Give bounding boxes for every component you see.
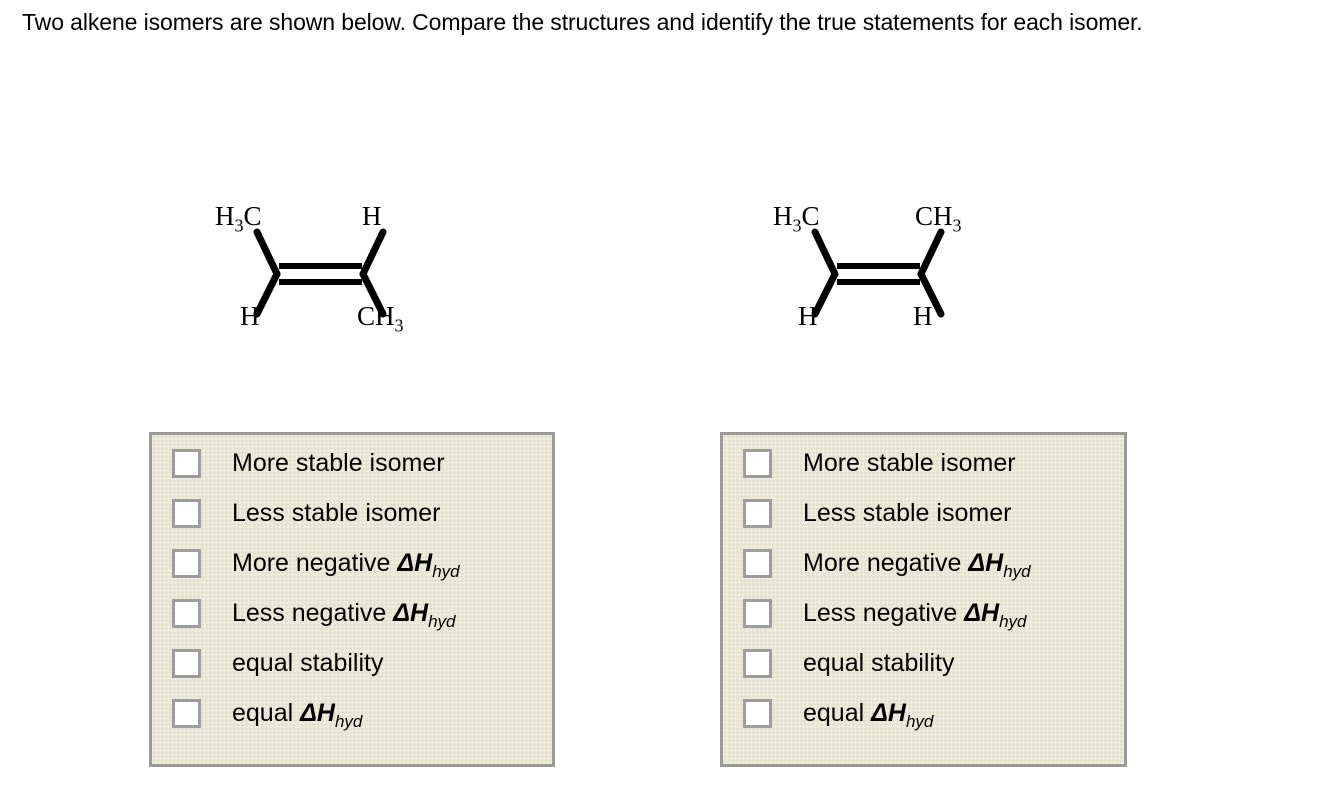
bond-right-down	[917, 270, 945, 318]
delta-h-subscript: hyd	[428, 611, 456, 631]
atom-label-bottom-right: CH3	[357, 301, 404, 336]
option-row[interactable]: More stable isomer	[743, 447, 1016, 479]
option-row[interactable]: equal stability	[743, 647, 954, 679]
bond-left-up	[253, 228, 281, 278]
bond-right-up	[359, 228, 387, 278]
delta-h-subscript: hyd	[999, 611, 1027, 631]
option-label: equal stability	[803, 648, 955, 677]
option-row[interactable]: Less stable isomer	[743, 497, 1011, 529]
option-row[interactable]: More stable isomer	[172, 447, 445, 479]
option-label: Less negative ΔHhyd	[803, 598, 1027, 631]
option-checkbox[interactable]	[743, 598, 772, 628]
option-checkbox[interactable]	[743, 698, 772, 728]
option-label: equal stability	[232, 648, 384, 677]
option-checkbox[interactable]	[172, 698, 201, 728]
option-checkbox[interactable]	[172, 548, 201, 578]
option-row[interactable]: Less negative ΔHhyd	[172, 597, 456, 631]
option-row[interactable]: equal stability	[172, 647, 383, 679]
delta-h-hyd-symbol: ΔHhyd	[871, 698, 934, 731]
option-checkbox[interactable]	[172, 498, 201, 528]
option-checkbox[interactable]	[743, 448, 772, 478]
delta-h-hyd-symbol: ΔHhyd	[300, 698, 363, 731]
option-label: More stable isomer	[232, 448, 445, 477]
atom-label-bottom-left: H	[240, 301, 260, 331]
delta-h-hyd-symbol: ΔHhyd	[393, 598, 456, 631]
option-checkbox[interactable]	[743, 648, 772, 678]
option-label: equal ΔHhyd	[803, 698, 934, 731]
option-row[interactable]: equal ΔHhyd	[743, 697, 934, 731]
option-checkbox[interactable]	[172, 448, 201, 478]
option-checkbox[interactable]	[172, 648, 201, 678]
delta-h-subscript: hyd	[905, 711, 934, 731]
atom-label-top-right: CH3	[915, 201, 962, 236]
delta-h-hyd-symbol: ΔHhyd	[968, 548, 1031, 581]
trans-alkene-bonds	[253, 228, 387, 318]
option-row[interactable]: equal ΔHhyd	[172, 697, 363, 731]
option-label: More negative ΔHhyd	[803, 548, 1031, 581]
option-row[interactable]: More negative ΔHhyd	[743, 547, 1031, 581]
atom-label-bottom-left: H	[798, 301, 818, 331]
option-label: More negative ΔHhyd	[232, 548, 460, 581]
trans-alkene-structure: H3C H H CH3	[205, 196, 465, 346]
option-row[interactable]: Less negative ΔHhyd	[743, 597, 1027, 631]
delta-h-hyd-symbol: ΔHhyd	[397, 548, 460, 581]
option-label: More stable isomer	[803, 448, 1016, 477]
bond-right-up	[917, 228, 945, 278]
option-checkbox[interactable]	[743, 498, 772, 528]
cis-alkene-bonds	[811, 228, 945, 318]
bond-left-up	[811, 228, 839, 278]
bond-left-down	[811, 270, 839, 318]
option-row[interactable]: More negative ΔHhyd	[172, 547, 460, 581]
option-label: equal ΔHhyd	[232, 698, 363, 731]
option-label: Less negative ΔHhyd	[232, 598, 456, 631]
option-checkbox[interactable]	[743, 548, 772, 578]
atom-label-bottom-right: H	[913, 301, 933, 331]
cis-alkene-structure: H3C CH3 H H	[765, 196, 1025, 346]
question-prompt: Two alkene isomers are shown below. Comp…	[22, 9, 1143, 35]
bond-left-down	[253, 270, 281, 318]
delta-h-subscript: hyd	[432, 561, 460, 581]
bond-right-down	[359, 270, 387, 318]
option-label: Less stable isomer	[232, 498, 441, 527]
option-checkbox[interactable]	[172, 598, 201, 628]
atom-label-top-left: H3C	[215, 201, 262, 236]
atom-label-top-right: H	[362, 201, 382, 231]
option-row[interactable]: Less stable isomer	[172, 497, 440, 529]
delta-h-subscript: hyd	[1003, 561, 1031, 581]
atom-label-top-left: H3C	[773, 201, 820, 236]
option-label: Less stable isomer	[803, 498, 1012, 527]
delta-h-subscript: hyd	[334, 711, 363, 731]
delta-h-hyd-symbol: ΔHhyd	[964, 598, 1027, 631]
